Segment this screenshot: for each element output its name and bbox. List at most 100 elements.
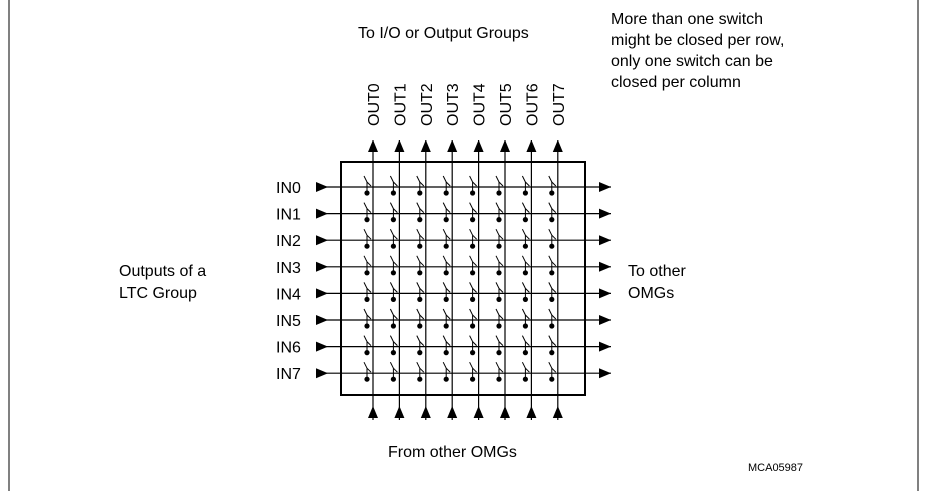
arrows xyxy=(316,140,611,418)
switch-blade xyxy=(498,367,504,373)
switch-tick xyxy=(469,361,474,369)
note-line-3: only one switch can be xyxy=(611,53,773,70)
switch-blade xyxy=(366,341,372,346)
output-label: OUT6 xyxy=(524,83,541,126)
switch-tick xyxy=(363,202,368,209)
switch-blade xyxy=(445,234,451,240)
switch-tick xyxy=(389,361,394,369)
row-output-arrow-right xyxy=(599,288,611,299)
row-output-arrow-right xyxy=(599,208,611,219)
switch-tick xyxy=(521,361,526,369)
switch-tick xyxy=(548,255,553,263)
input-label: IN1 xyxy=(276,207,301,224)
left-label-line-1: Outputs of a xyxy=(119,263,206,280)
row-output-arrow-right xyxy=(599,341,611,352)
row-output-arrow-right xyxy=(599,315,611,325)
figure-id: MCA05987 xyxy=(748,462,803,474)
switch-blade xyxy=(366,261,372,267)
switch-blade xyxy=(393,367,398,373)
switch-tick xyxy=(442,282,447,289)
switch-tick xyxy=(442,202,447,209)
switch-blade xyxy=(498,234,504,240)
switch-tick xyxy=(363,255,368,263)
output-arrow-up xyxy=(473,140,484,152)
switch-tick xyxy=(469,202,474,209)
switch-tick xyxy=(416,282,421,289)
switch-tick xyxy=(416,335,421,342)
switch-blade xyxy=(445,314,451,320)
switch-blade xyxy=(551,181,557,187)
switch-tick xyxy=(389,255,394,263)
switch-matrix-box xyxy=(340,161,586,396)
input-arrow-up xyxy=(394,406,405,418)
input-arrow-right xyxy=(316,261,328,272)
switches xyxy=(363,175,557,382)
switch-tick xyxy=(389,202,394,209)
switch-tick xyxy=(548,361,553,369)
output-label: OUT0 xyxy=(366,83,383,126)
switch-blade xyxy=(551,261,557,267)
input-label: IN7 xyxy=(276,366,301,383)
input-label: IN4 xyxy=(276,286,301,303)
switch-blade xyxy=(419,341,425,346)
switch-blade xyxy=(498,208,504,213)
input-arrow-up xyxy=(447,406,458,418)
switch-blade xyxy=(551,367,557,373)
output-label: OUT3 xyxy=(445,83,462,126)
input-arrow-up xyxy=(500,406,510,418)
switch-blade xyxy=(498,261,504,267)
switch-blade xyxy=(419,208,425,213)
switch-blade xyxy=(472,234,477,240)
output-arrow-up xyxy=(526,140,537,152)
switch-tick xyxy=(363,308,368,316)
switch-blade xyxy=(445,208,451,213)
switch-tick xyxy=(416,308,421,316)
input-arrow-right xyxy=(316,368,328,379)
switch-tick xyxy=(521,175,526,183)
switch-tick xyxy=(469,175,474,183)
switch-blade xyxy=(525,288,530,293)
switch-blade xyxy=(445,288,451,293)
switch-tick xyxy=(495,255,500,263)
switch-blade xyxy=(472,367,477,373)
switch-tick xyxy=(469,308,474,316)
input-label: IN0 xyxy=(276,180,301,197)
switch-tick xyxy=(416,175,421,183)
switch-tick xyxy=(442,308,447,316)
right-label-line-1: To other xyxy=(628,263,686,280)
output-label: OUT7 xyxy=(551,83,568,126)
switch-blade xyxy=(366,181,372,187)
switch-tick xyxy=(495,175,500,183)
switch-blade xyxy=(393,208,398,213)
left-label-line-2: LTC Group xyxy=(119,285,197,302)
switch-tick xyxy=(548,202,553,209)
switch-blade xyxy=(445,261,451,267)
switch-tick xyxy=(416,361,421,369)
switch-blade xyxy=(498,181,504,187)
switch-blade xyxy=(551,314,557,320)
row-output-arrow-right xyxy=(599,235,611,246)
switch-tick xyxy=(442,175,447,183)
row-output-arrow-right xyxy=(599,182,611,192)
left-label: Outputs of a LTC Group xyxy=(119,263,206,302)
switch-blade xyxy=(525,261,530,267)
switch-blade xyxy=(472,181,477,187)
switch-blade xyxy=(366,234,372,240)
switch-blade xyxy=(366,314,372,320)
row-output-arrow-right xyxy=(599,261,611,272)
switch-blade xyxy=(472,261,477,267)
switch-tick xyxy=(521,202,526,209)
switch-tick xyxy=(469,282,474,289)
input-arrow-up xyxy=(552,406,563,418)
output-arrow-up xyxy=(552,140,563,152)
switch-tick xyxy=(469,228,474,236)
input-label: IN3 xyxy=(276,260,301,277)
switch-blade xyxy=(445,341,451,346)
switch-tick xyxy=(442,255,447,263)
switch-tick xyxy=(442,335,447,342)
switch-tick xyxy=(548,175,553,183)
right-label: To other OMGs xyxy=(628,263,686,302)
